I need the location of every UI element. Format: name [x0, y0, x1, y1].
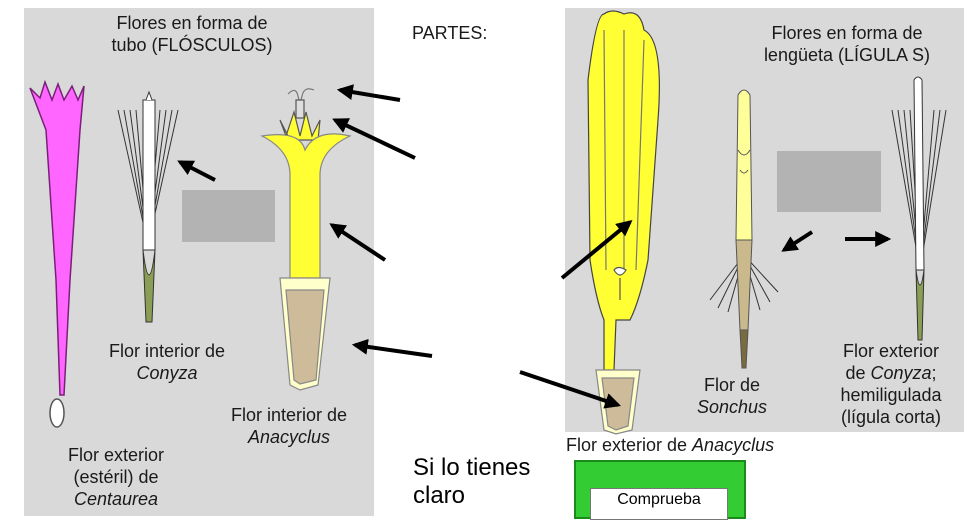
right-panel-title-line2: lengüeta (LÍGULA S)	[763, 45, 931, 65]
right-panel-title: Flores en forma de lengüeta (LÍGULA S)	[742, 22, 952, 66]
sonchus-label-line1: Flor de	[703, 375, 761, 395]
centaurea-label-line2: (estéril) de	[73, 467, 159, 487]
conyza-exterior-label: Flor exterior de Conyza; hemiligulada (l…	[826, 340, 956, 428]
si-lo-tienes-line2: claro	[413, 482, 466, 509]
left-panel-title-line1: Flores en forma de	[116, 13, 268, 33]
centaurea-flower	[29, 79, 85, 428]
right-panel-title-line1: Flores en forma de	[771, 23, 923, 43]
conyza-exterior-label-line4: (lígula corta)	[840, 407, 942, 427]
left-panel-title: Flores en forma de tubo (FLÓSCULOS)	[92, 12, 292, 56]
si-lo-tienes-line1: Si lo tienes	[413, 454, 531, 481]
anacyclus-exterior-label: Flor exterior de Anacyclus	[566, 435, 775, 455]
pointer-arrows	[177, 84, 892, 409]
centaurea-label-line1: Flor exterior	[67, 445, 165, 465]
conyza-exterior-flower	[891, 76, 947, 341]
anacyclus-interior-label-line1: Flor interior de	[230, 405, 348, 425]
sonchus-label: Flor de Sonchus	[682, 374, 782, 418]
anacyclus-exterior-flower	[587, 10, 660, 435]
answer-box-left[interactable]	[182, 190, 275, 242]
sonchus-flower	[709, 89, 779, 369]
conyza-exterior-label-line2: de Conyza;	[845, 363, 937, 383]
sonchus-label-line2: Sonchus	[696, 397, 768, 417]
centaurea-label: Flor exterior (estéril) de Centaurea	[56, 444, 176, 510]
conyza-exterior-label-line3: hemiligulada	[840, 385, 942, 405]
conyza-interior-label: Flor interior de Conyza	[92, 340, 242, 384]
conyza-interior-flower	[117, 90, 179, 323]
partes-label: PARTES:	[412, 23, 488, 43]
left-panel-title-line2: tubo (FLÓSCULOS)	[111, 35, 273, 55]
conyza-interior-label-line2: Conyza	[136, 363, 198, 383]
si-lo-tienes-text: Si lo tienes claro	[413, 454, 530, 510]
check-button-label: Comprueba	[590, 488, 728, 520]
conyza-interior-label-line1: Flor interior de	[108, 341, 226, 361]
anacyclus-interior-label: Flor interior de Anacyclus	[214, 404, 364, 448]
centaurea-label-line3: Centaurea	[73, 489, 159, 509]
conyza-exterior-label-line1: Flor exterior	[842, 341, 940, 361]
anacyclus-interior-label-line2: Anacyclus	[247, 427, 331, 447]
anacyclus-interior-flower	[260, 88, 352, 391]
check-button[interactable]: Comprueba	[574, 460, 746, 520]
answer-box-right[interactable]	[777, 151, 881, 212]
